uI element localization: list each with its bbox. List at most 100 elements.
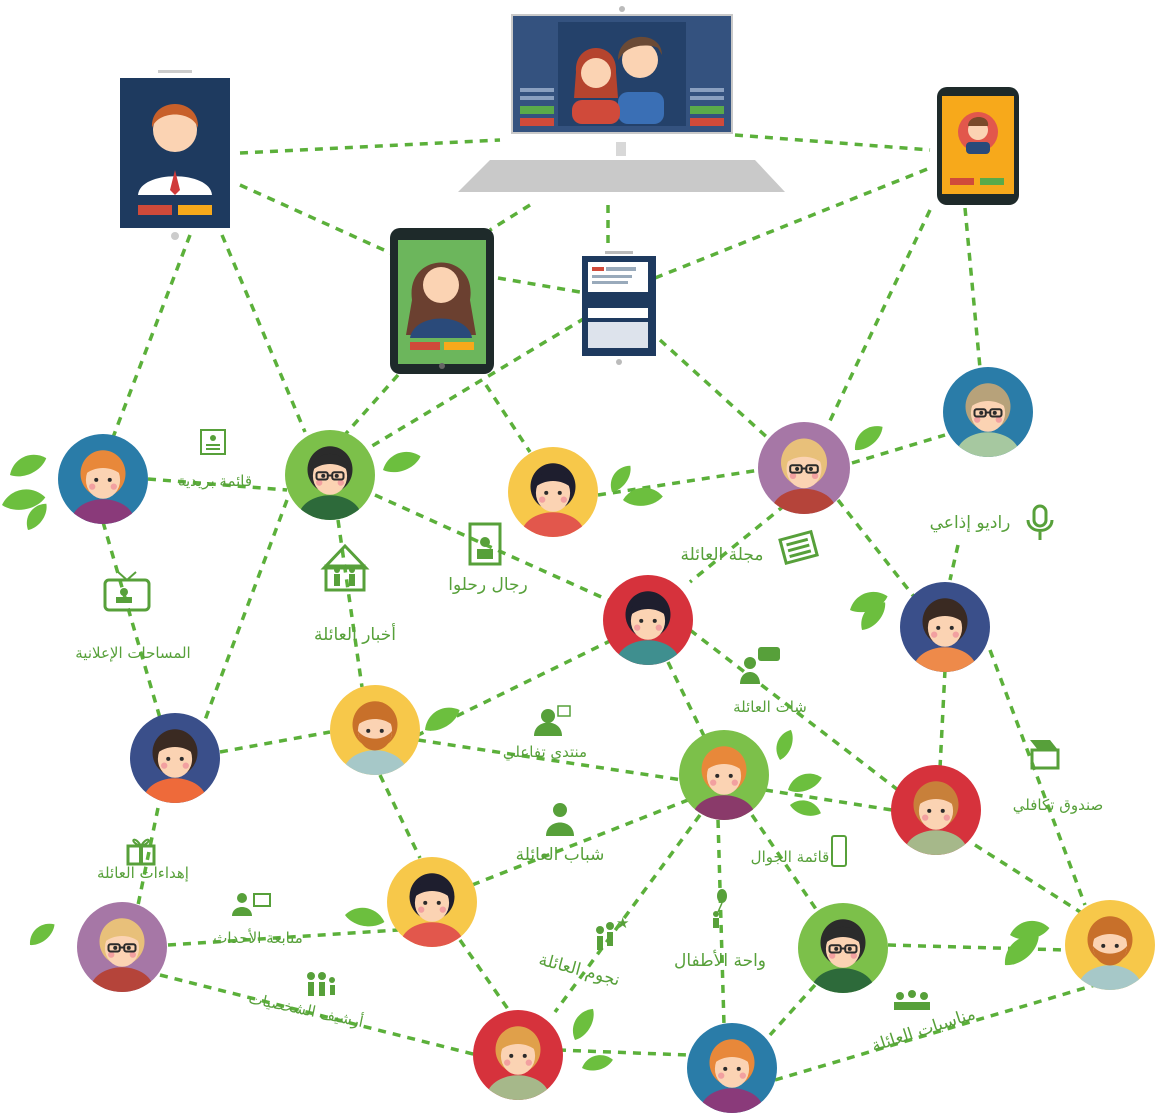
avatar-cheek [560, 496, 567, 503]
leaf-icon [343, 904, 387, 930]
avatar-shirt [904, 830, 968, 855]
avatar-eye [847, 946, 852, 951]
avatar-face [535, 474, 571, 512]
avatar-eye [736, 1066, 741, 1071]
leaf-icon [848, 419, 887, 456]
avatar-woman-navy [900, 582, 990, 672]
avatar-fringe [784, 446, 824, 465]
avatar-eye [113, 945, 118, 950]
businessman-icon [138, 104, 212, 195]
avatar-face [706, 757, 742, 795]
svg-text:★: ★ [616, 914, 629, 932]
avatar-fringe [705, 753, 743, 772]
couple-icon [572, 36, 664, 124]
avatar-cheek [316, 479, 323, 486]
glasses-icon [315, 471, 345, 481]
avatar-face [714, 1050, 750, 1088]
label-mobile-list: قائمة الجوال [751, 848, 830, 866]
avatar-cheek [634, 624, 641, 631]
avatar-cheek [89, 483, 96, 490]
avatar-shirt [143, 778, 207, 803]
avatar-grandma-purple [758, 422, 850, 514]
label-kids-oasis: واحة الأطفال [674, 950, 766, 971]
avatar-cheek [829, 952, 836, 959]
avatar-woman-navy-left [130, 713, 220, 803]
avatar-shirt [913, 647, 977, 672]
label-family-youth: شباب العائلة [516, 845, 605, 865]
avatar-cheek [418, 906, 425, 913]
avatar-eye [795, 466, 800, 471]
archive-people-icon [307, 972, 335, 996]
phone-right [937, 87, 1019, 205]
avatar-eye [949, 625, 954, 630]
avatar-fringe [969, 390, 1007, 409]
portrait-frame-icon [468, 522, 502, 566]
avatar-fringe [1091, 923, 1129, 942]
avatar-grandma-purple-low [77, 902, 167, 992]
avatar-cheek [811, 472, 819, 480]
avatar-eye [715, 773, 720, 778]
avatar-cheek [718, 1072, 725, 1079]
leaf-icon [784, 768, 825, 797]
avatar-eye [979, 410, 984, 415]
newspaper-icon [778, 529, 819, 566]
avatar-eye [557, 490, 562, 495]
avatar-eye [179, 756, 184, 761]
label-departed-men: رجال رحلوا [448, 575, 528, 595]
forum-user-icon [534, 705, 571, 736]
label-family-stars: نجوم العائلة [537, 950, 623, 991]
glasses-icon [789, 464, 819, 474]
label-ad-spaces: المساحات الإعلانية [75, 644, 190, 662]
avatar-eye [166, 756, 171, 761]
avatar-cheek [525, 1059, 532, 1066]
mobile-phone-icon [831, 835, 847, 867]
avatar-cheek [539, 496, 546, 503]
avatar-cheek [850, 952, 857, 959]
avatar-shirt [71, 499, 135, 524]
avatar-cheek [789, 472, 797, 480]
avatar-face [918, 792, 954, 830]
avatar-cheek [161, 762, 168, 769]
avatar-eye [1114, 943, 1119, 948]
avatar-shirt [400, 922, 464, 947]
label-events-tracking: متابعة الأحداث [213, 928, 303, 947]
label-family-gifts: إهداءات العائلة [97, 864, 189, 882]
avatar-girl-yellow [508, 447, 598, 537]
avatar-cheek [129, 951, 136, 958]
avatar-fringe [713, 1046, 751, 1065]
avatar-cheek [337, 479, 344, 486]
avatar-fringe [926, 605, 964, 624]
avatar-woman-blue [58, 434, 148, 524]
avatar-eye [936, 625, 941, 630]
avatar-shirt [343, 750, 407, 775]
microphone-icon [1026, 504, 1054, 540]
leaf-icon [788, 796, 824, 820]
avatar-cheek [108, 951, 115, 958]
people-layer [58, 367, 1155, 1113]
label-family-magazine: مجلة العائلة [681, 545, 764, 565]
box-icon [1030, 740, 1060, 770]
avatar-eye [940, 808, 945, 813]
avatar-face [85, 461, 121, 499]
chat-device [582, 251, 656, 365]
chat-person-icon [740, 647, 780, 684]
avatar-shirt [771, 488, 837, 514]
avatar-eye [366, 728, 371, 733]
label-solidarity-fund: صندوق تكافلي [1013, 796, 1103, 815]
avatar-face [414, 884, 450, 922]
avatar-eye [94, 477, 99, 482]
woman-icon [406, 262, 476, 338]
avatar-cheek [995, 416, 1002, 423]
avatar-man-glasses-top [285, 430, 375, 520]
avatar-eye [723, 1066, 728, 1071]
tablet-green [390, 228, 494, 374]
avatar-shirt [956, 432, 1020, 457]
leaf-icon [579, 1051, 615, 1074]
leaf-icon [5, 448, 50, 482]
avatar-cheek [710, 779, 717, 786]
label-family-news: أخبار العائلة [314, 623, 396, 645]
avatar-fringe [356, 708, 394, 727]
leaf-icon [772, 727, 797, 763]
avatar-eye [509, 1053, 514, 1058]
